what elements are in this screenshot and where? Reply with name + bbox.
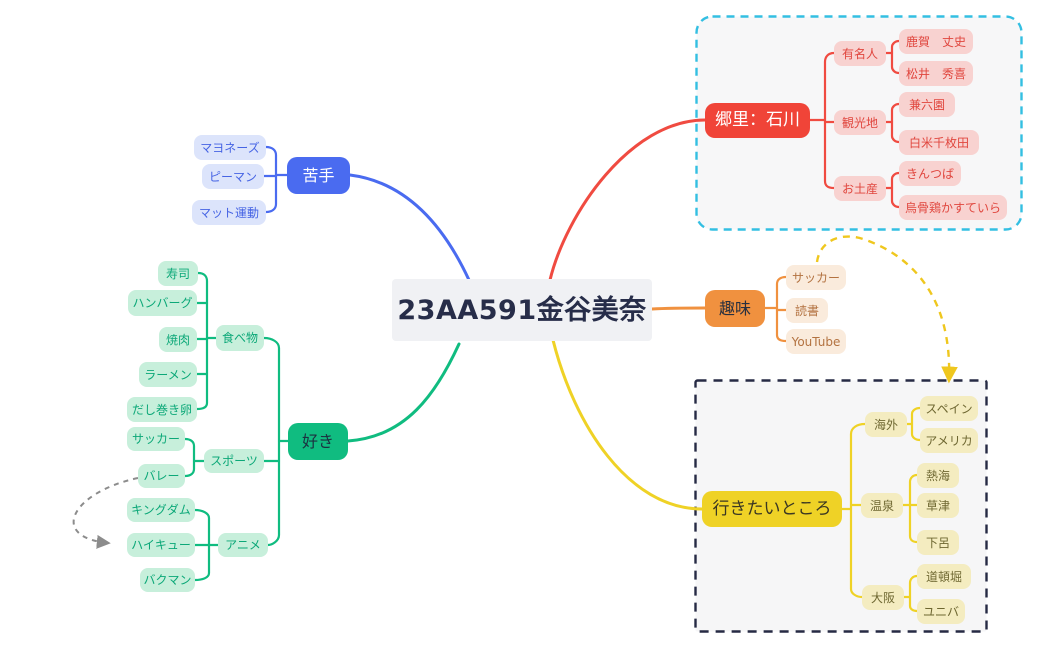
node-kenrokuen[interactable]: 兼六園 bbox=[899, 92, 955, 117]
node-kintsuba[interactable]: きんつば bbox=[899, 161, 961, 186]
edges-places-family bbox=[840, 406, 922, 613]
center-node[interactable]: 23AA591金谷美奈 bbox=[392, 279, 652, 341]
node-souvenir[interactable]: お土産 bbox=[834, 176, 886, 201]
branch-like[interactable]: 好き bbox=[288, 423, 348, 460]
edge-center-hobby bbox=[650, 306, 707, 311]
node-sports[interactable]: スポーツ bbox=[204, 449, 264, 473]
node-bakuman[interactable]: バクマン bbox=[140, 568, 195, 592]
node-universal-studios[interactable]: ユニバ bbox=[917, 599, 965, 624]
node-kingdom[interactable]: キングダム bbox=[127, 498, 195, 522]
node-green-pepper[interactable]: ピーマン bbox=[202, 164, 264, 189]
branch-hometown-ishikawa[interactable]: 郷里：石川 bbox=[705, 103, 810, 138]
node-anime[interactable]: アニメ bbox=[218, 533, 268, 557]
node-soccer-hobby[interactable]: サッカー bbox=[786, 265, 846, 290]
edges-hometown-family bbox=[808, 39, 901, 209]
node-atami[interactable]: 熱海 bbox=[917, 463, 959, 488]
edge-center-places bbox=[551, 338, 704, 511]
branch-dislike[interactable]: 苦手 bbox=[287, 157, 350, 194]
node-ukokkei-castella[interactable]: 烏骨鶏かすていら bbox=[899, 195, 1007, 220]
node-kusatsu[interactable]: 草津 bbox=[917, 493, 959, 518]
soccer-spain-dashed-arrow[interactable] bbox=[815, 235, 958, 384]
node-reading[interactable]: 読書 bbox=[786, 298, 828, 323]
node-mayonnaise[interactable]: マヨネーズ bbox=[194, 135, 266, 160]
node-youtube[interactable]: YouTube bbox=[786, 329, 846, 354]
node-osaka[interactable]: 大阪 bbox=[862, 585, 904, 610]
node-sightseeing[interactable]: 観光地 bbox=[834, 110, 886, 135]
node-famous-people[interactable]: 有名人 bbox=[834, 41, 886, 66]
node-dotonbori[interactable]: 道頓堀 bbox=[917, 564, 971, 589]
node-gero[interactable]: 下呂 bbox=[917, 530, 959, 555]
node-haikyu[interactable]: ハイキュー bbox=[127, 533, 195, 557]
edges-hobby-family bbox=[763, 275, 788, 343]
edge-center-hometown bbox=[548, 118, 707, 282]
edge-center-like bbox=[346, 342, 461, 443]
node-yakiniku[interactable]: 焼肉 bbox=[159, 327, 197, 352]
node-spain[interactable]: スペイン bbox=[920, 396, 978, 421]
node-food[interactable]: 食べ物 bbox=[216, 325, 264, 351]
branch-hobby[interactable]: 趣味 bbox=[705, 290, 765, 327]
node-soccer-like[interactable]: サッカー bbox=[127, 427, 185, 451]
node-matsui-hideki[interactable]: 松井 秀喜 bbox=[899, 61, 973, 86]
node-kaga-takeshi[interactable]: 鹿賀 丈史 bbox=[899, 29, 973, 54]
volleyball-haikyu-dashed-arrow[interactable] bbox=[72, 477, 139, 549]
node-volleyball[interactable]: バレー bbox=[138, 464, 185, 488]
node-mat-exercise[interactable]: マット運動 bbox=[192, 200, 266, 225]
node-dashimaki-tamago[interactable]: だし巻き卵 bbox=[127, 397, 197, 422]
node-america[interactable]: アメリカ bbox=[920, 428, 978, 453]
branch-places-to-go[interactable]: 行きたいところ bbox=[702, 491, 842, 527]
node-hamburg[interactable]: ハンバーグ bbox=[128, 290, 197, 316]
node-onsen[interactable]: 温泉 bbox=[861, 493, 903, 518]
node-sushi[interactable]: 寿司 bbox=[158, 261, 198, 286]
edges-dislike-family bbox=[262, 145, 289, 214]
edge-center-dislike bbox=[348, 173, 471, 282]
node-shiroyone-senmaida[interactable]: 白米千枚田 bbox=[899, 130, 979, 155]
node-ramen[interactable]: ラーメン bbox=[139, 362, 197, 387]
node-overseas[interactable]: 海外 bbox=[865, 412, 907, 437]
